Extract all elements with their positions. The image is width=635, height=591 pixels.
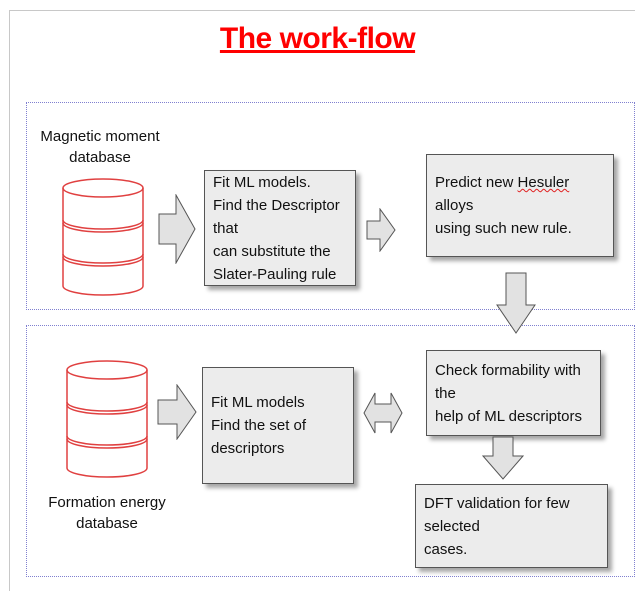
double-arrow-icon [363, 392, 403, 434]
fit-descriptors-set-line2: Find the set of [211, 417, 307, 434]
predict-alloys-misspelled-word: Hesuler [517, 174, 570, 191]
magnetic-database-cylinder-icon [62, 178, 144, 296]
formation-database-cylinder-icon [66, 360, 148, 478]
check-formability-line1: Check formability with the [435, 361, 581, 402]
arrow-right-icon-2 [366, 208, 396, 252]
arrow-right-icon-3 [157, 384, 197, 440]
formation-database-label-line1: Formation energy [48, 494, 166, 511]
dft-validation-box: DFT validation for few selected cases. [415, 484, 608, 568]
fit-descriptors-set-line1: Fit ML models [211, 394, 305, 411]
predict-alloys-line1: Predict new Hesuler alloys [435, 171, 605, 217]
check-formability-line2: help of ML descriptors [435, 407, 583, 425]
magnetic-database-label: Magnetic moment database [40, 126, 160, 168]
frame-top-border [9, 10, 635, 11]
frame-left-border [9, 10, 10, 591]
fit-descriptor-line2: Find the Descriptor that [213, 196, 340, 237]
fit-descriptors-set-box: Fit ML models Find the set of descriptor… [202, 367, 354, 484]
predict-alloys-text-b: alloys [435, 197, 474, 214]
fit-descriptors-set-line3: descriptors [211, 440, 285, 457]
predict-alloys-text-a: Predict new [435, 174, 518, 191]
predict-alloys-line2: using such new rule. [435, 220, 572, 237]
arrow-right-icon-1 [158, 194, 196, 264]
fit-descriptor-line1: Fit ML models. [213, 173, 311, 191]
fit-descriptor-line3: can substitute the [213, 242, 331, 260]
dft-validation-line1: DFT validation for few selected [424, 494, 570, 535]
formation-database-label: Formation energy database [42, 492, 172, 534]
dft-validation-line2: cases. [424, 540, 468, 558]
formation-database-label-line2: database [76, 515, 138, 532]
fit-descriptor-line4: Slater-Pauling rule [213, 265, 337, 283]
arrow-down-icon-2 [482, 436, 524, 480]
predict-alloys-box: Predict new Hesuler alloys using such ne… [426, 154, 614, 257]
magnetic-database-label-line1: Magnetic moment [40, 128, 160, 145]
arrow-down-icon-1 [496, 272, 536, 334]
magnetic-database-label-line2: database [69, 149, 131, 166]
fit-descriptor-box: Fit ML models. Find the Descriptor that … [204, 170, 356, 286]
page-title: The work-flow [219, 22, 416, 55]
check-formability-box: Check formability with the help of ML de… [426, 350, 601, 436]
